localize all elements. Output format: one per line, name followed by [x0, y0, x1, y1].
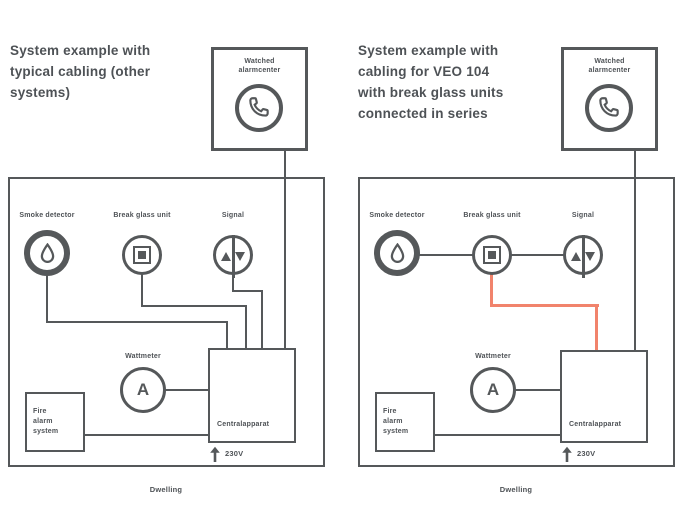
wire-series-link-2 — [511, 254, 564, 256]
aux-system-label-right: Fire alarm system — [383, 408, 409, 435]
diagram-caption-right: Dwelling — [499, 485, 533, 494]
signal-symbol-right — [563, 235, 603, 278]
button-square-icon-right — [483, 246, 501, 264]
signal-divider — [231, 235, 235, 278]
wire-auxbox-left — [85, 434, 208, 436]
wire-breakglass-h-left — [141, 305, 247, 307]
signal-divider-right — [581, 235, 585, 278]
diagram-title-right: System example with cabling for VEO 104 … — [358, 43, 504, 121]
ampere-symbol-right: A — [486, 380, 500, 399]
wire-smoke-v2-left — [226, 321, 228, 348]
wire-alarm-stub-left — [284, 151, 286, 348]
wire-signal-v2-left — [261, 290, 263, 348]
droplet-icon — [40, 243, 55, 263]
smoke-detector-label: Smoke detector — [19, 212, 75, 219]
dwelling-boundary-box-left — [8, 177, 325, 467]
alarm-center-label: Watched alarmcenter — [238, 58, 281, 74]
wire-smoke-h-left — [46, 321, 228, 323]
aux-system-label: Fire alarm system — [33, 408, 59, 435]
control-panel-label: Centralapparat — [217, 421, 270, 428]
wire-red-v2 — [595, 304, 598, 351]
supply-label-right: 230V — [577, 449, 596, 458]
signal-symbol — [213, 235, 253, 278]
smoke-detector-symbol-right — [374, 230, 420, 276]
control-panel-box-right — [560, 350, 648, 443]
triangle-down-icon — [235, 252, 245, 261]
wire-breakglass-v2-left — [245, 305, 247, 348]
wire-series-link-1 — [419, 254, 473, 256]
wire-signal-v1-left — [232, 274, 234, 292]
wire-signal-h-left — [232, 290, 263, 292]
alarm-center-box — [211, 47, 308, 151]
wire-meter-right — [515, 389, 560, 391]
smoke-detector-symbol — [24, 230, 70, 276]
break-glass-symbol-right — [472, 235, 512, 275]
meter-label: Wattmeter — [125, 353, 161, 360]
meter-label-right: Wattmeter — [475, 353, 511, 360]
aux-system-box-left — [25, 392, 85, 452]
alarm-center-box-right — [561, 47, 658, 151]
phone-icon — [235, 84, 283, 132]
triangle-down-icon-right — [585, 252, 595, 261]
wire-smoke-v1-left — [46, 275, 48, 323]
supply-label: 230V — [225, 449, 244, 458]
wire-alarm-stub-right — [634, 151, 636, 350]
diagram-title-left: System example with typical cabling (oth… — [10, 43, 151, 100]
supply-arrow-icon-right — [561, 446, 573, 463]
droplet-icon-right — [390, 243, 405, 263]
wire-red-v1 — [490, 274, 493, 307]
control-panel-box-left — [208, 348, 296, 443]
wire-meter-left — [165, 389, 208, 391]
button-square-icon — [133, 246, 151, 264]
dwelling-boundary-box-right — [358, 177, 675, 467]
signal-label: Signal — [221, 212, 245, 219]
wire-red-h — [490, 304, 599, 307]
break-glass-symbol — [122, 235, 162, 275]
diagram-caption-left: Dwelling — [149, 485, 183, 494]
wire-breakglass-v1-left — [141, 274, 143, 307]
break-glass-label: Break glass unit — [113, 212, 171, 219]
ammeter-symbol-right: A — [470, 367, 516, 413]
signal-label-right: Signal — [571, 212, 595, 219]
sounder-triangles-icon — [221, 252, 231, 261]
ammeter-symbol: A — [120, 367, 166, 413]
smoke-detector-label-right: Smoke detector — [369, 212, 425, 219]
sounder-triangles-icon-right — [571, 252, 581, 261]
alarm-center-label-right: Watched alarmcenter — [588, 58, 631, 74]
break-glass-label-right: Break glass unit — [463, 212, 521, 219]
aux-system-box-right — [375, 392, 435, 452]
ampere-symbol: A — [136, 380, 150, 399]
phone-icon-right — [585, 84, 633, 132]
control-panel-label-right: Centralapparat — [569, 421, 622, 428]
wire-auxbox-right — [435, 434, 560, 436]
supply-arrow-icon — [209, 446, 221, 463]
